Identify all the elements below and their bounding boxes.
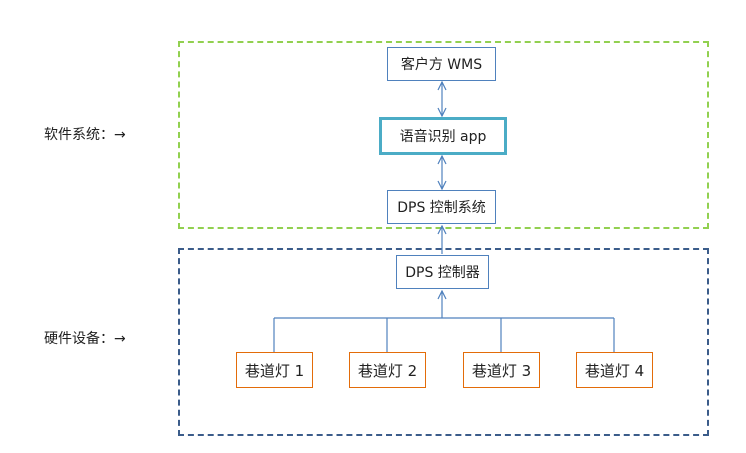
software-label: 软件系统：→ bbox=[44, 127, 126, 143]
aisle-light-node-1: 巷道灯 1 bbox=[236, 352, 313, 388]
dps-controller-node: DPS 控制器 bbox=[396, 255, 489, 289]
aisle-light-node-4: 巷道灯 4 bbox=[576, 352, 653, 388]
aisle-light-node-2: 巷道灯 2 bbox=[349, 352, 426, 388]
aisle-light-node-3: 巷道灯 3 bbox=[463, 352, 540, 388]
wms-node: 客户方 WMS bbox=[387, 47, 496, 81]
dps-control-system-node: DPS 控制系统 bbox=[387, 190, 496, 224]
hardware-label: 硬件设备：→ bbox=[44, 331, 126, 347]
voice-recognition-app-node: 语音识别 app bbox=[379, 117, 507, 155]
hardware-group-frame bbox=[178, 248, 709, 436]
